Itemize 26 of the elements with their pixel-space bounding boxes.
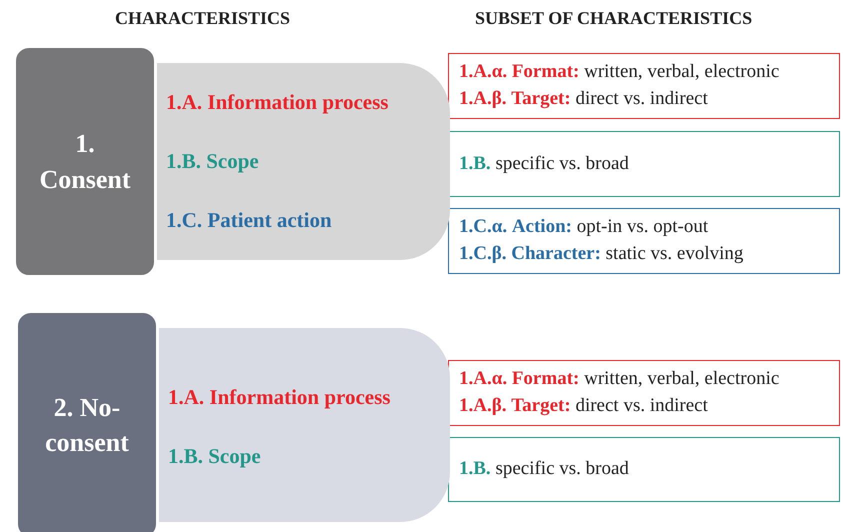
subset-box	[448, 437, 840, 502]
characteristic-label: 1.B. Scope	[168, 444, 261, 469]
category-box	[13, 45, 157, 278]
category-box	[15, 310, 159, 532]
characteristic-label: 1.A. Information process	[166, 90, 388, 115]
characteristic-label: 1.C. Patient action	[166, 208, 332, 233]
column-header: SUBSET OF CHARACTERISTICS	[475, 8, 752, 29]
subset-text: 1.A.α. Format: written, verbal, electronic	[459, 367, 780, 392]
subset-text: 1.A.β. Target: direct vs. indirect	[459, 87, 709, 111]
characteristics-panel	[157, 63, 450, 260]
subset-text: 1.B. specific vs. broad	[459, 457, 630, 482]
category-title: 2. No-consent	[45, 392, 129, 459]
category-title: 1. Consent	[39, 128, 130, 196]
subset-box	[448, 53, 840, 119]
subset-text: 1.A.β. Target: direct vs. indirect	[459, 394, 709, 418]
subset-text: 1.A.α. Format: written, verbal, electronic	[459, 60, 780, 84]
subset-text: 1.B. specific vs. broad	[459, 152, 630, 176]
subset-box	[448, 131, 840, 197]
subset-box	[448, 360, 840, 426]
characteristic-label: 1.B. Scope	[166, 149, 259, 174]
subset-text: 1.C.β. Character: static vs. evolving	[459, 242, 744, 266]
characteristics-panel	[159, 328, 450, 522]
characteristic-label: 1.A. Information process	[168, 385, 390, 410]
subset-box	[448, 208, 840, 274]
column-header: CHARACTERISTICS	[115, 8, 290, 29]
subset-text: 1.C.α. Action: opt-in vs. opt-out	[459, 215, 710, 240]
